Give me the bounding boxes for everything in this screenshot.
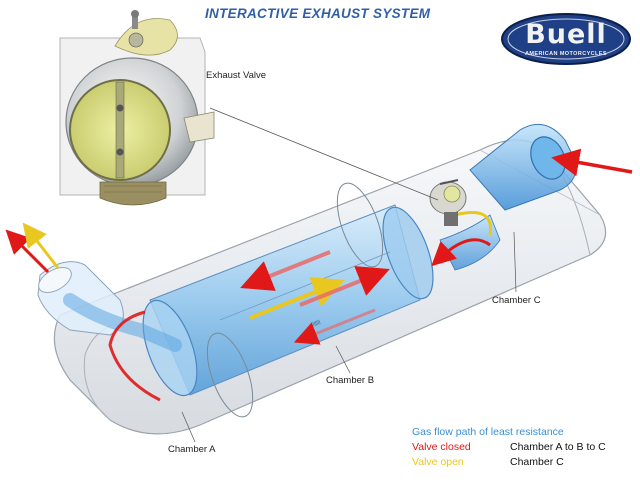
legend-valve-open-path: Chamber C [510, 456, 564, 468]
legend-valve-open: Valve open [412, 456, 464, 468]
legend-valve-closed-path: Chamber A to B to C [510, 441, 606, 453]
page-title: INTERACTIVE EXHAUST SYSTEM [205, 6, 431, 21]
chamber-c-label: Chamber C [492, 295, 541, 306]
logo-tagline: AMERICAN MOTORCYCLES [525, 51, 607, 57]
chamber-a-label: Chamber A [168, 444, 216, 455]
legend-gas-flow: Gas flow path of least resistance [412, 426, 564, 438]
exhaust-valve-inset [59, 10, 439, 206]
external-flow-arrows [5, 148, 633, 274]
buell-logo: Buell AMERICAN MOTORCYCLES [500, 12, 632, 66]
exhaust-valve-label: Exhaust Valve [206, 70, 267, 81]
legend-valve-closed: Valve closed [412, 441, 471, 453]
logo-wordmark: Buell [525, 19, 607, 50]
outlet-pipe [37, 261, 182, 352]
buell-logo-badge [501, 13, 631, 65]
inner-core: ||||||| [142, 182, 434, 418]
chamber-b-label: Chamber B [326, 375, 375, 386]
valve-assembly-on-muffler [429, 179, 467, 226]
internal-flow-arrows [108, 211, 493, 402]
